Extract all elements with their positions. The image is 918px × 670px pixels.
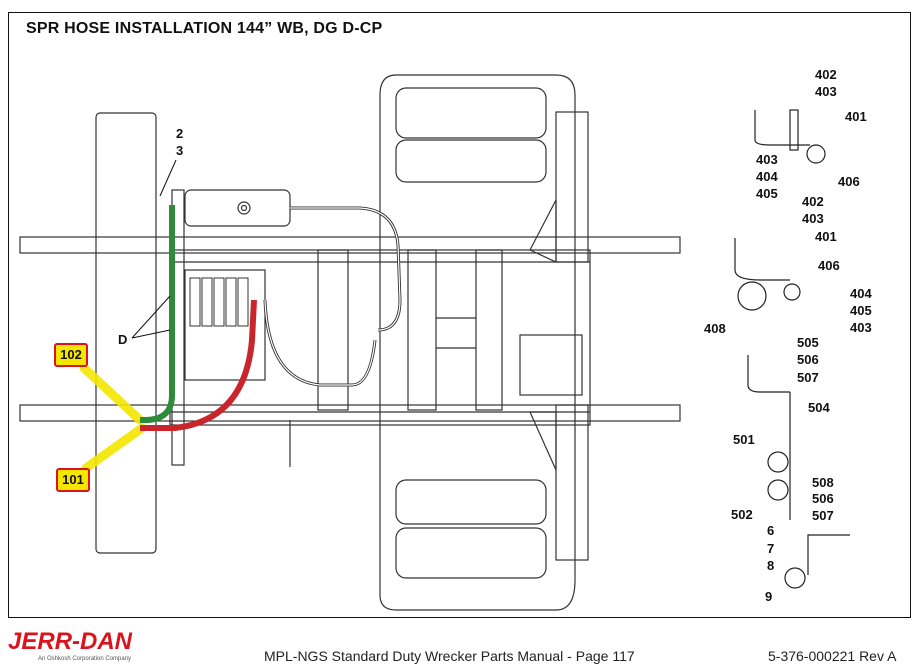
callout-401a: 401 bbox=[845, 109, 867, 124]
callout-7: 7 bbox=[767, 541, 775, 556]
callout-508: 508 bbox=[812, 475, 834, 490]
callout-406a: 406 bbox=[838, 174, 860, 189]
brand-subtitle: An Oshkosh Corporation Company bbox=[38, 656, 132, 662]
green-hose bbox=[140, 205, 175, 423]
page-title: SPR HOSE INSTALLATION 144” WB, DG D-CP bbox=[26, 20, 383, 37]
callout-403c: 403 bbox=[802, 211, 824, 226]
callout-408: 408 bbox=[704, 321, 726, 336]
callout-402b: 402 bbox=[802, 194, 824, 209]
cross-bar-top bbox=[19, 236, 681, 254]
callout-2: 2 bbox=[176, 126, 184, 141]
manual-footer: MPL-NGS Standard Duty Wrecker Parts Manu… bbox=[264, 648, 635, 664]
callout-403a: 403 bbox=[815, 84, 837, 99]
callout-403d: 403 bbox=[850, 320, 872, 335]
brand-wordmark: JERR-DAN bbox=[8, 628, 133, 654]
callout-506b: 506 bbox=[812, 491, 834, 506]
callout-504: 504 bbox=[808, 400, 830, 415]
highlight-101 bbox=[81, 423, 147, 473]
callout-507a: 507 bbox=[797, 370, 819, 385]
callout-506a: 506 bbox=[797, 352, 819, 367]
tire-outline bbox=[379, 74, 576, 611]
callout-8: 8 bbox=[767, 558, 775, 573]
callout-D: D bbox=[118, 332, 128, 347]
callout-401b: 401 bbox=[815, 229, 837, 244]
callout-9: 9 bbox=[765, 589, 773, 604]
callout-507b: 507 bbox=[812, 508, 834, 523]
doc-number: 5-376-000221 Rev A bbox=[768, 648, 897, 664]
callout-405b: 405 bbox=[850, 303, 872, 318]
diagram-frame bbox=[8, 12, 911, 618]
callout-505: 505 bbox=[797, 335, 819, 350]
callout-101-box: 101 bbox=[56, 468, 90, 492]
callout-405a: 405 bbox=[756, 186, 778, 201]
jerr-dan-logo: JERR-DAN bbox=[8, 628, 158, 659]
callout-402a: 402 bbox=[815, 67, 837, 82]
callout-502: 502 bbox=[731, 507, 753, 522]
cross-bar-bottom bbox=[19, 404, 681, 422]
callout-102-box: 102 bbox=[54, 343, 88, 367]
red-hose bbox=[140, 299, 257, 431]
callout-404a: 404 bbox=[756, 169, 778, 184]
callout-403b: 403 bbox=[756, 152, 778, 167]
callout-6: 6 bbox=[767, 523, 775, 538]
callout-3: 3 bbox=[176, 143, 184, 158]
callout-501: 501 bbox=[733, 432, 755, 447]
highlight-102 bbox=[79, 363, 145, 425]
callout-406b: 406 bbox=[818, 258, 840, 273]
callout-404b: 404 bbox=[850, 286, 872, 301]
